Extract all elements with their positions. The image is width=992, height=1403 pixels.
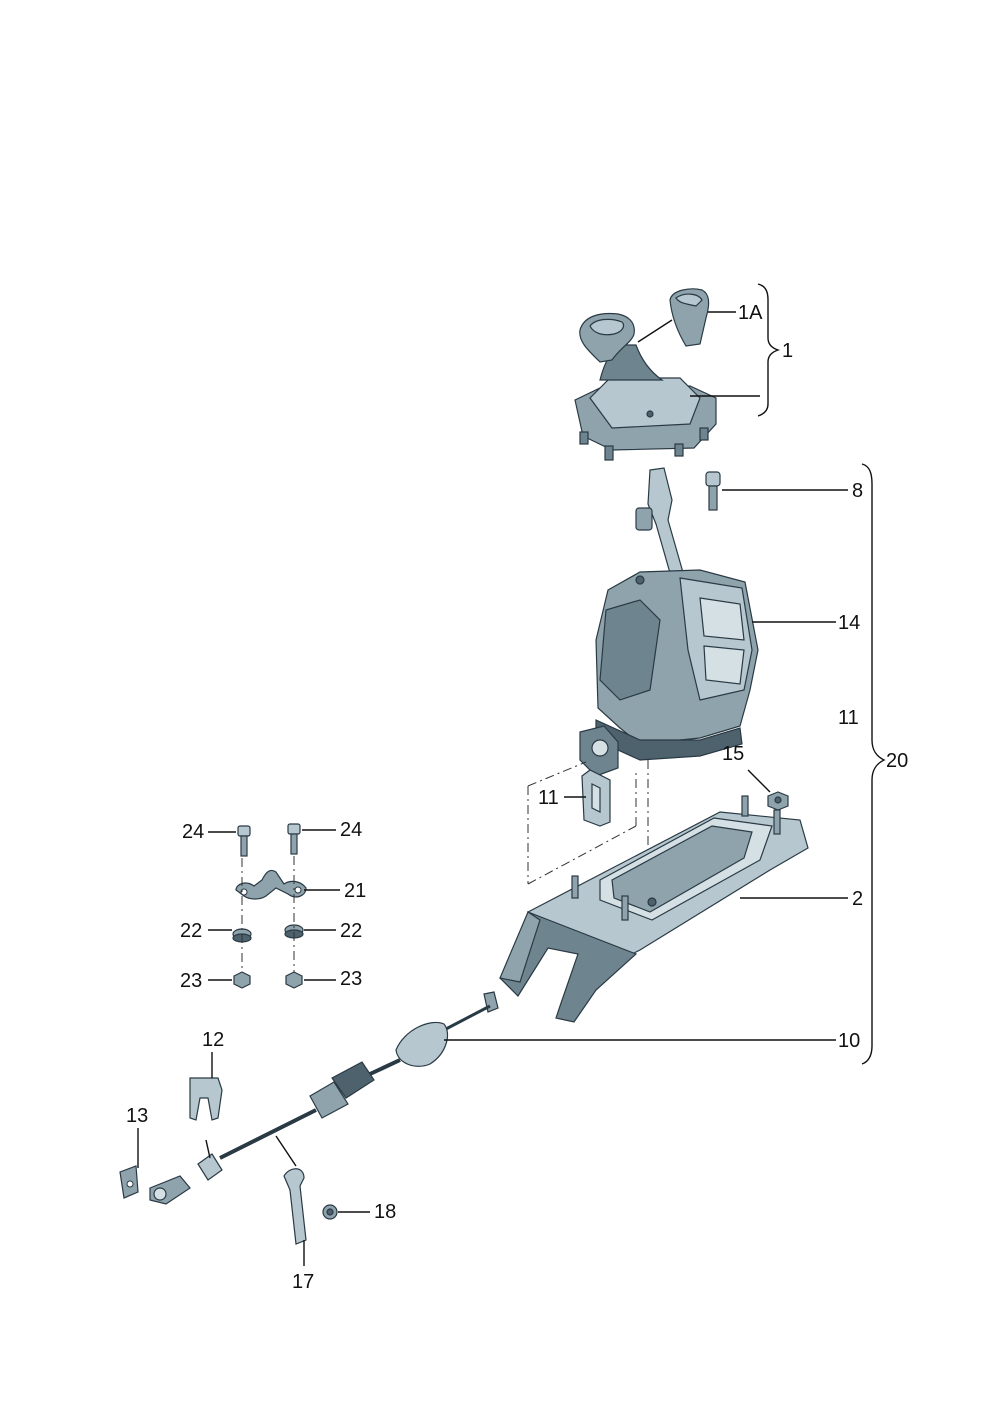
nut-15[interactable] <box>767 791 789 811</box>
bracket-17[interactable] <box>283 1168 307 1245</box>
dash-line-c <box>527 825 637 885</box>
callout-1a: 1A <box>738 302 763 324</box>
clip-12[interactable] <box>189 1077 223 1121</box>
callout-24-left: 24 <box>182 821 204 843</box>
callout-18: 18 <box>374 1201 396 1223</box>
leader-15 <box>747 769 771 793</box>
base-bracket-2[interactable] <box>499 795 809 1023</box>
callout-14: 14 <box>838 612 860 634</box>
callout-11-left: 11 <box>538 787 559 809</box>
callout-10: 10 <box>838 1030 860 1052</box>
gear-knob-assembly[interactable] <box>574 312 717 461</box>
callout-20: 20 <box>886 750 908 772</box>
leader-17-cable <box>275 1135 297 1167</box>
nut-23-right[interactable] <box>285 971 303 989</box>
bracket-13[interactable] <box>119 1165 139 1199</box>
callout-22-right: 22 <box>340 920 362 942</box>
leader-1a-knob <box>637 319 673 343</box>
callout-1: 1 <box>782 340 793 362</box>
selector-housing[interactable] <box>579 467 759 777</box>
callout-15: 15 <box>722 743 744 765</box>
selector-cable-10[interactable] <box>149 991 499 1205</box>
callout-23-left: 23 <box>180 970 202 992</box>
dash-line-a <box>527 761 587 787</box>
callout-22-left: 22 <box>180 920 202 942</box>
bolt-24-right[interactable] <box>287 823 301 855</box>
clip-11[interactable] <box>581 769 611 827</box>
brace-1 <box>757 283 781 417</box>
callout-13: 13 <box>126 1105 148 1127</box>
bracket-21[interactable] <box>235 869 307 900</box>
callout-11-right: 11 <box>838 707 859 729</box>
callout-17: 17 <box>292 1271 314 1293</box>
callout-24-right: 24 <box>340 819 362 841</box>
nut-18[interactable] <box>322 1204 338 1220</box>
callout-8: 8 <box>852 480 863 502</box>
callout-21: 21 <box>344 880 366 902</box>
callout-12: 12 <box>202 1029 224 1051</box>
leader-12-cable <box>205 1139 211 1159</box>
bolt-24-left[interactable] <box>237 825 251 857</box>
bolt-8[interactable] <box>705 471 721 511</box>
callout-2: 2 <box>852 888 863 910</box>
brace-20 <box>861 463 886 1065</box>
knob-insert-1a[interactable] <box>669 288 710 347</box>
nut-23-left[interactable] <box>233 971 251 989</box>
callout-23-right: 23 <box>340 968 362 990</box>
